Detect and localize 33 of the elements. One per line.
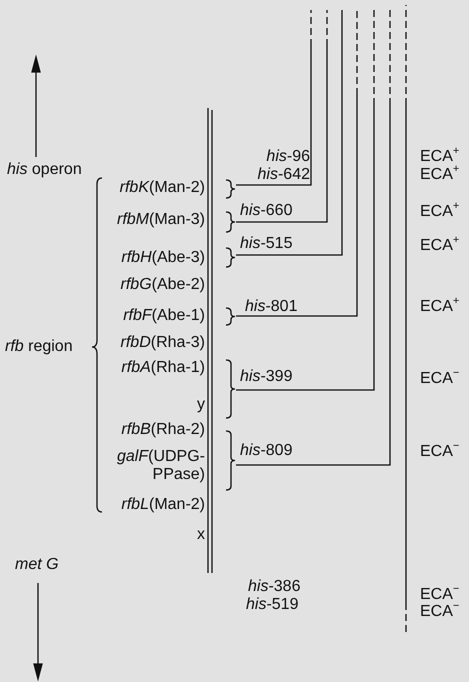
deletion-label: his-642 (258, 166, 310, 184)
gene-label: rfbB(Rha-2) (121, 421, 205, 439)
deletion-label: his-519 (246, 596, 298, 614)
phenotype-label: ECA$^{+}$ (420, 237, 460, 255)
phenotype-label: ECA$^{+}$ (420, 166, 460, 184)
gene-label: rfbH(Abe-3) (121, 249, 205, 267)
deletion-label: his-399 (240, 368, 292, 386)
gene-label: galF(UDPG- PPase) (116, 448, 205, 484)
gene-label: rfbD(Rha-3) (120, 334, 205, 352)
phenotype-label: ECA$^{+}$ (420, 148, 460, 166)
locus-label: his operon (7, 161, 82, 179)
gene-label: rfbK(Man-2) (120, 179, 205, 197)
gene-label: rfbG(Abe-2) (120, 276, 205, 294)
region-label: rfb region (5, 338, 73, 356)
phenotype-label: ECA$^{−}$ (420, 443, 460, 461)
deletion-label: his-809 (240, 442, 292, 460)
marker-label: x (197, 526, 205, 544)
deletion-label: his-386 (248, 578, 300, 596)
locus-label: met G (15, 556, 59, 574)
deletion-label: his-660 (240, 202, 292, 220)
phenotype-label: ECA$^{−}$ (420, 586, 460, 604)
gene-label: rfbL(Man-2) (121, 496, 205, 514)
deletion-label: his-801 (245, 298, 298, 316)
phenotype-label: ECA$^{+}$ (420, 298, 460, 316)
gene-label: rfbA(Rha-1) (121, 359, 205, 377)
phenotype-label: ECA$^{−}$ (420, 603, 460, 621)
deletion-label: his-515 (240, 235, 292, 253)
gene-label: rfbM(Man-3) (116, 211, 205, 229)
marker-label: y (197, 396, 205, 414)
gene-label: rfbF(Abe-1) (123, 307, 205, 325)
deletion-label: his-96 (266, 148, 310, 166)
phenotype-label: ECA$^{−}$ (420, 370, 460, 388)
phenotype-label: ECA$^{+}$ (420, 203, 460, 221)
